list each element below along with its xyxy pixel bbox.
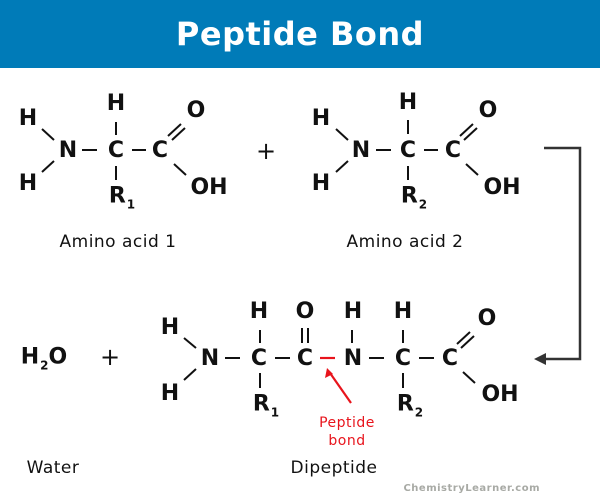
hydrogen-atom: H xyxy=(343,299,363,324)
r-group-2: R2 xyxy=(400,183,428,212)
water-label: Water xyxy=(26,458,80,478)
nitrogen-atom: N xyxy=(343,346,363,371)
oxygen-atom: O xyxy=(295,299,315,324)
oxygen-atom: O xyxy=(478,98,498,123)
r-group-1: R1 xyxy=(108,183,136,212)
nitrogen-atom: N xyxy=(351,138,371,163)
oxygen-atom: O xyxy=(477,306,497,331)
peptide-bond xyxy=(320,356,352,404)
hydrogen-atom: H xyxy=(249,299,269,324)
hydrogen-atom: H xyxy=(106,91,126,116)
alpha-carbon-atom: C xyxy=(399,138,417,163)
hydroxyl-group: OH xyxy=(481,382,519,407)
water-formula: H2O xyxy=(20,344,68,373)
hydroxyl-group: OH xyxy=(190,175,228,200)
carboxyl-carbon-atom: C xyxy=(441,346,459,371)
alpha-carbon-atom: C xyxy=(394,346,412,371)
title-banner: Peptide Bond xyxy=(0,0,600,68)
nitrogen-atom: N xyxy=(200,346,220,371)
plus-sign: + xyxy=(255,137,277,165)
dipeptide-label: Dipeptide xyxy=(290,458,378,478)
alpha-carbon-atom: C xyxy=(250,346,268,371)
r-group-2: R2 xyxy=(396,391,424,420)
hydrogen-atom: H xyxy=(393,299,413,324)
hydrogen-atom: H xyxy=(398,90,418,115)
amino-acid-1-label: Amino acid 1 xyxy=(59,232,177,252)
amino-acid-2-label: Amino acid 2 xyxy=(346,232,464,252)
carboxyl-carbon-atom: C xyxy=(151,138,169,163)
r-group-1: R1 xyxy=(252,391,280,420)
nitrogen-atom: N xyxy=(58,138,78,163)
elbow-arrow-icon xyxy=(534,146,582,365)
hydroxyl-group: OH xyxy=(483,175,521,200)
hydrogen-atom: H xyxy=(311,171,331,196)
hydrogen-atom: H xyxy=(160,315,180,340)
plus-sign: + xyxy=(99,343,121,371)
hydrogen-atom: H xyxy=(18,106,38,131)
hydrogen-atom: H xyxy=(18,171,38,196)
carboxyl-carbon-atom: C xyxy=(444,138,462,163)
hydrogen-atom: H xyxy=(160,381,180,406)
carbonyl-carbon-atom: C xyxy=(296,346,314,371)
alpha-carbon-atom: C xyxy=(107,138,125,163)
peptide-bond-label: Peptide bond xyxy=(319,415,375,449)
watermark: ChemistryLearner.com xyxy=(403,483,540,494)
hydrogen-atom: H xyxy=(311,106,331,131)
page-title: Peptide Bond xyxy=(175,15,425,53)
oxygen-atom: O xyxy=(186,98,206,123)
